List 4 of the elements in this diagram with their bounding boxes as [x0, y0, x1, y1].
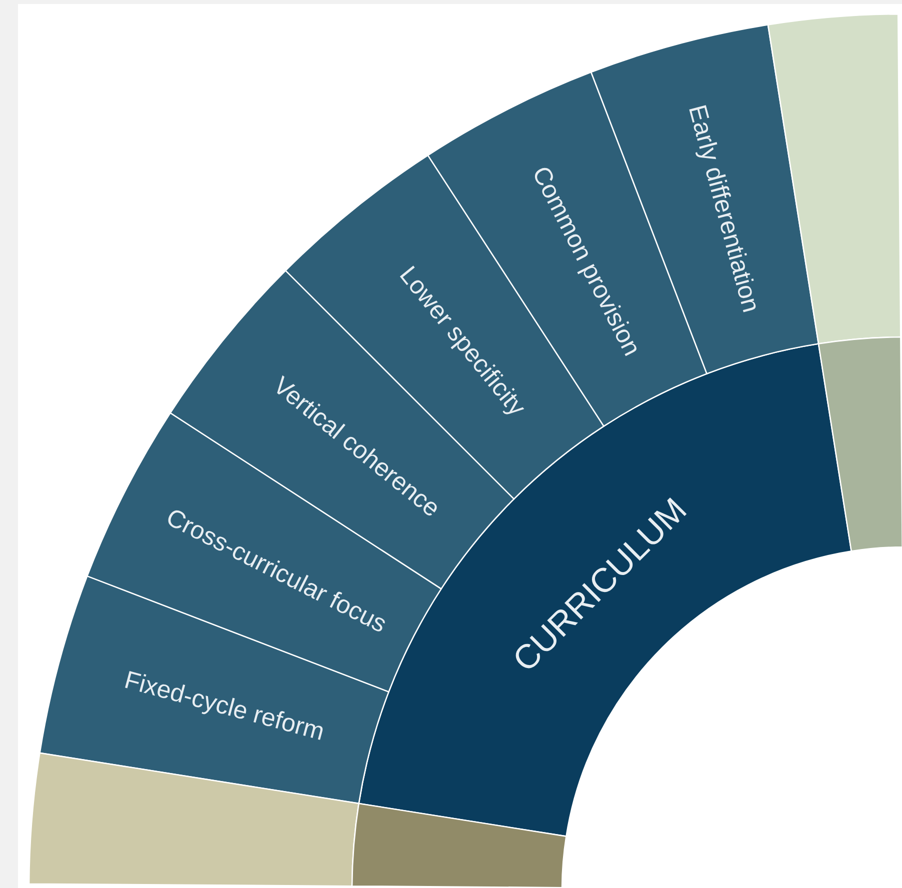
- ring-segment: [351, 802, 567, 888]
- ring-segment: [28, 752, 360, 887]
- ring-segment: [767, 13, 902, 344]
- ring-segment: [818, 336, 902, 552]
